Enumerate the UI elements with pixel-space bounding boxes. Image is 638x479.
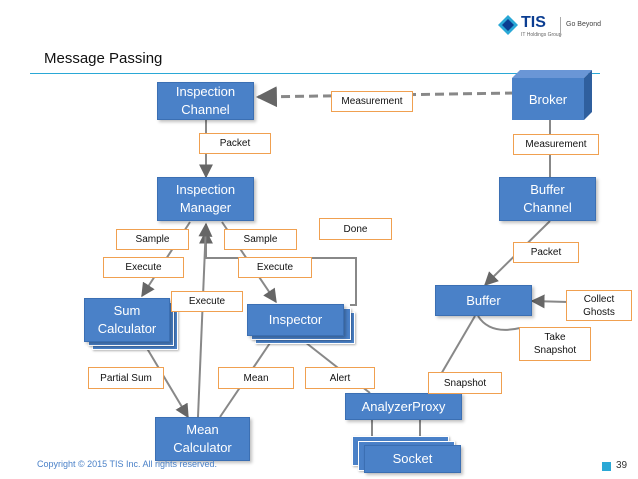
logo-mark-icon [498, 15, 518, 35]
edge-collect-ghosts-to-buffer [530, 294, 569, 309]
msg-take-snapshot: Take Snapshot [519, 327, 591, 361]
node-mean-calculator: Mean Calculator [155, 417, 250, 461]
copyright-text: Copyright © 2015 TIS Inc. All rights res… [37, 459, 218, 469]
msg-snapshot: Snapshot [428, 372, 502, 394]
msg-sample-right: Sample [224, 229, 297, 250]
msg-packet-left: Packet [199, 133, 271, 154]
logo-tagline: Go Beyond [566, 21, 602, 28]
logo-text: TIS [521, 14, 546, 31]
msg-done: Done [319, 218, 392, 240]
node-inspection-manager: Inspection Manager [157, 177, 254, 221]
node-analyzer-proxy: AnalyzerProxy [345, 393, 462, 420]
edge-sum-to-mean [144, 344, 189, 419]
node-buffer-channel: Buffer Channel [499, 177, 596, 221]
company-logo: TIS IT Holdings Group Go Beyond [497, 14, 612, 42]
msg-alert: Alert [305, 367, 375, 389]
node-inspection-channel: Inspection Channel [157, 82, 254, 120]
page-marker-icon [602, 462, 611, 471]
node-buffer: Buffer [435, 285, 532, 316]
slide-title: Message Passing [44, 50, 163, 67]
msg-measurement-top: Measurement [331, 91, 413, 112]
edge-buffer-take-snapshot [477, 315, 521, 331]
page-number: 39 [616, 460, 628, 471]
msg-execute-mid: Execute [171, 291, 243, 312]
node-sum-calculator: Sum Calculator [84, 298, 170, 342]
msg-mean: Mean [218, 367, 294, 389]
msg-measurement-right: Measurement [513, 134, 599, 155]
node-broker-cube [512, 70, 592, 120]
node-socket: Socket [364, 445, 461, 473]
node-broker-label: Broker [528, 91, 568, 107]
msg-packet-right: Packet [513, 242, 579, 263]
msg-sample-left: Sample [116, 229, 189, 250]
msg-collect-ghosts: Collect Ghosts [566, 290, 632, 321]
msg-partial-sum: Partial Sum [88, 367, 164, 389]
title-rule [30, 73, 600, 74]
logo-divider [560, 17, 561, 37]
logo-subtext: IT Holdings Group [521, 32, 562, 38]
edge-mean-to-manager [197, 222, 213, 418]
node-inspector: Inspector [247, 304, 344, 336]
msg-execute-left: Execute [103, 257, 184, 278]
msg-execute-right: Execute [238, 257, 312, 278]
edge-inspector-done-loop [199, 229, 357, 306]
